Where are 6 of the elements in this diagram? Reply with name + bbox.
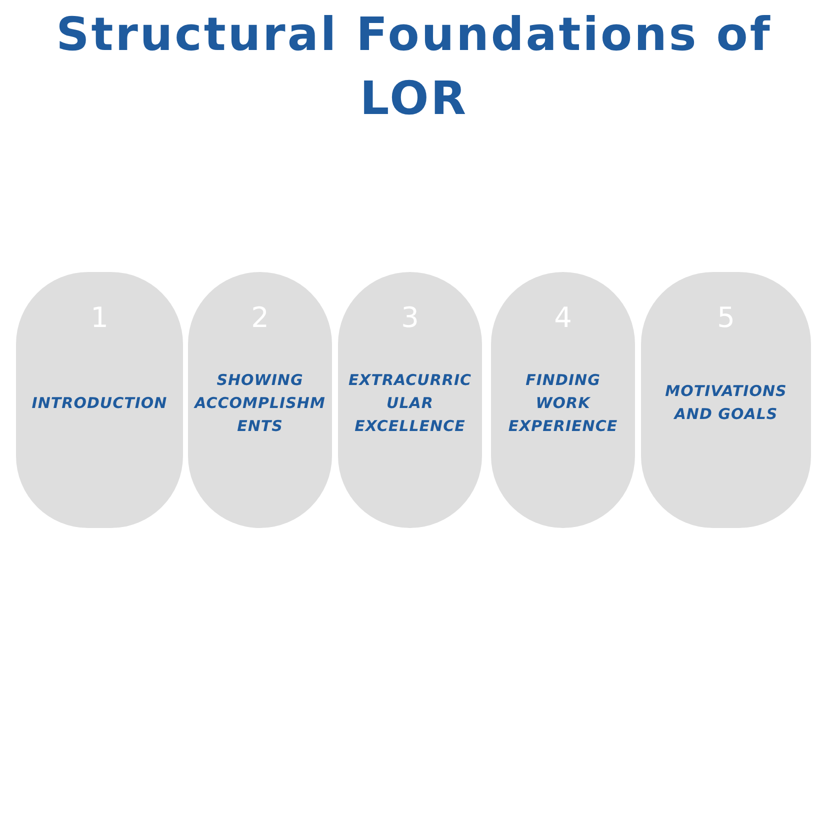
step-label: INTRODUCTION	[30, 392, 168, 414]
step-label: SHOWING ACCOMPLISHMENTS	[194, 370, 326, 436]
step-label: FINDING WORK EXPERIENCE	[507, 370, 619, 436]
step-label: MOTIVATIONS AND GOALS	[664, 381, 788, 425]
title: Structural Foundations of LOR	[55, 6, 773, 127]
step-label: EXTRACURRICULAR EXCELLENCE	[348, 370, 472, 436]
